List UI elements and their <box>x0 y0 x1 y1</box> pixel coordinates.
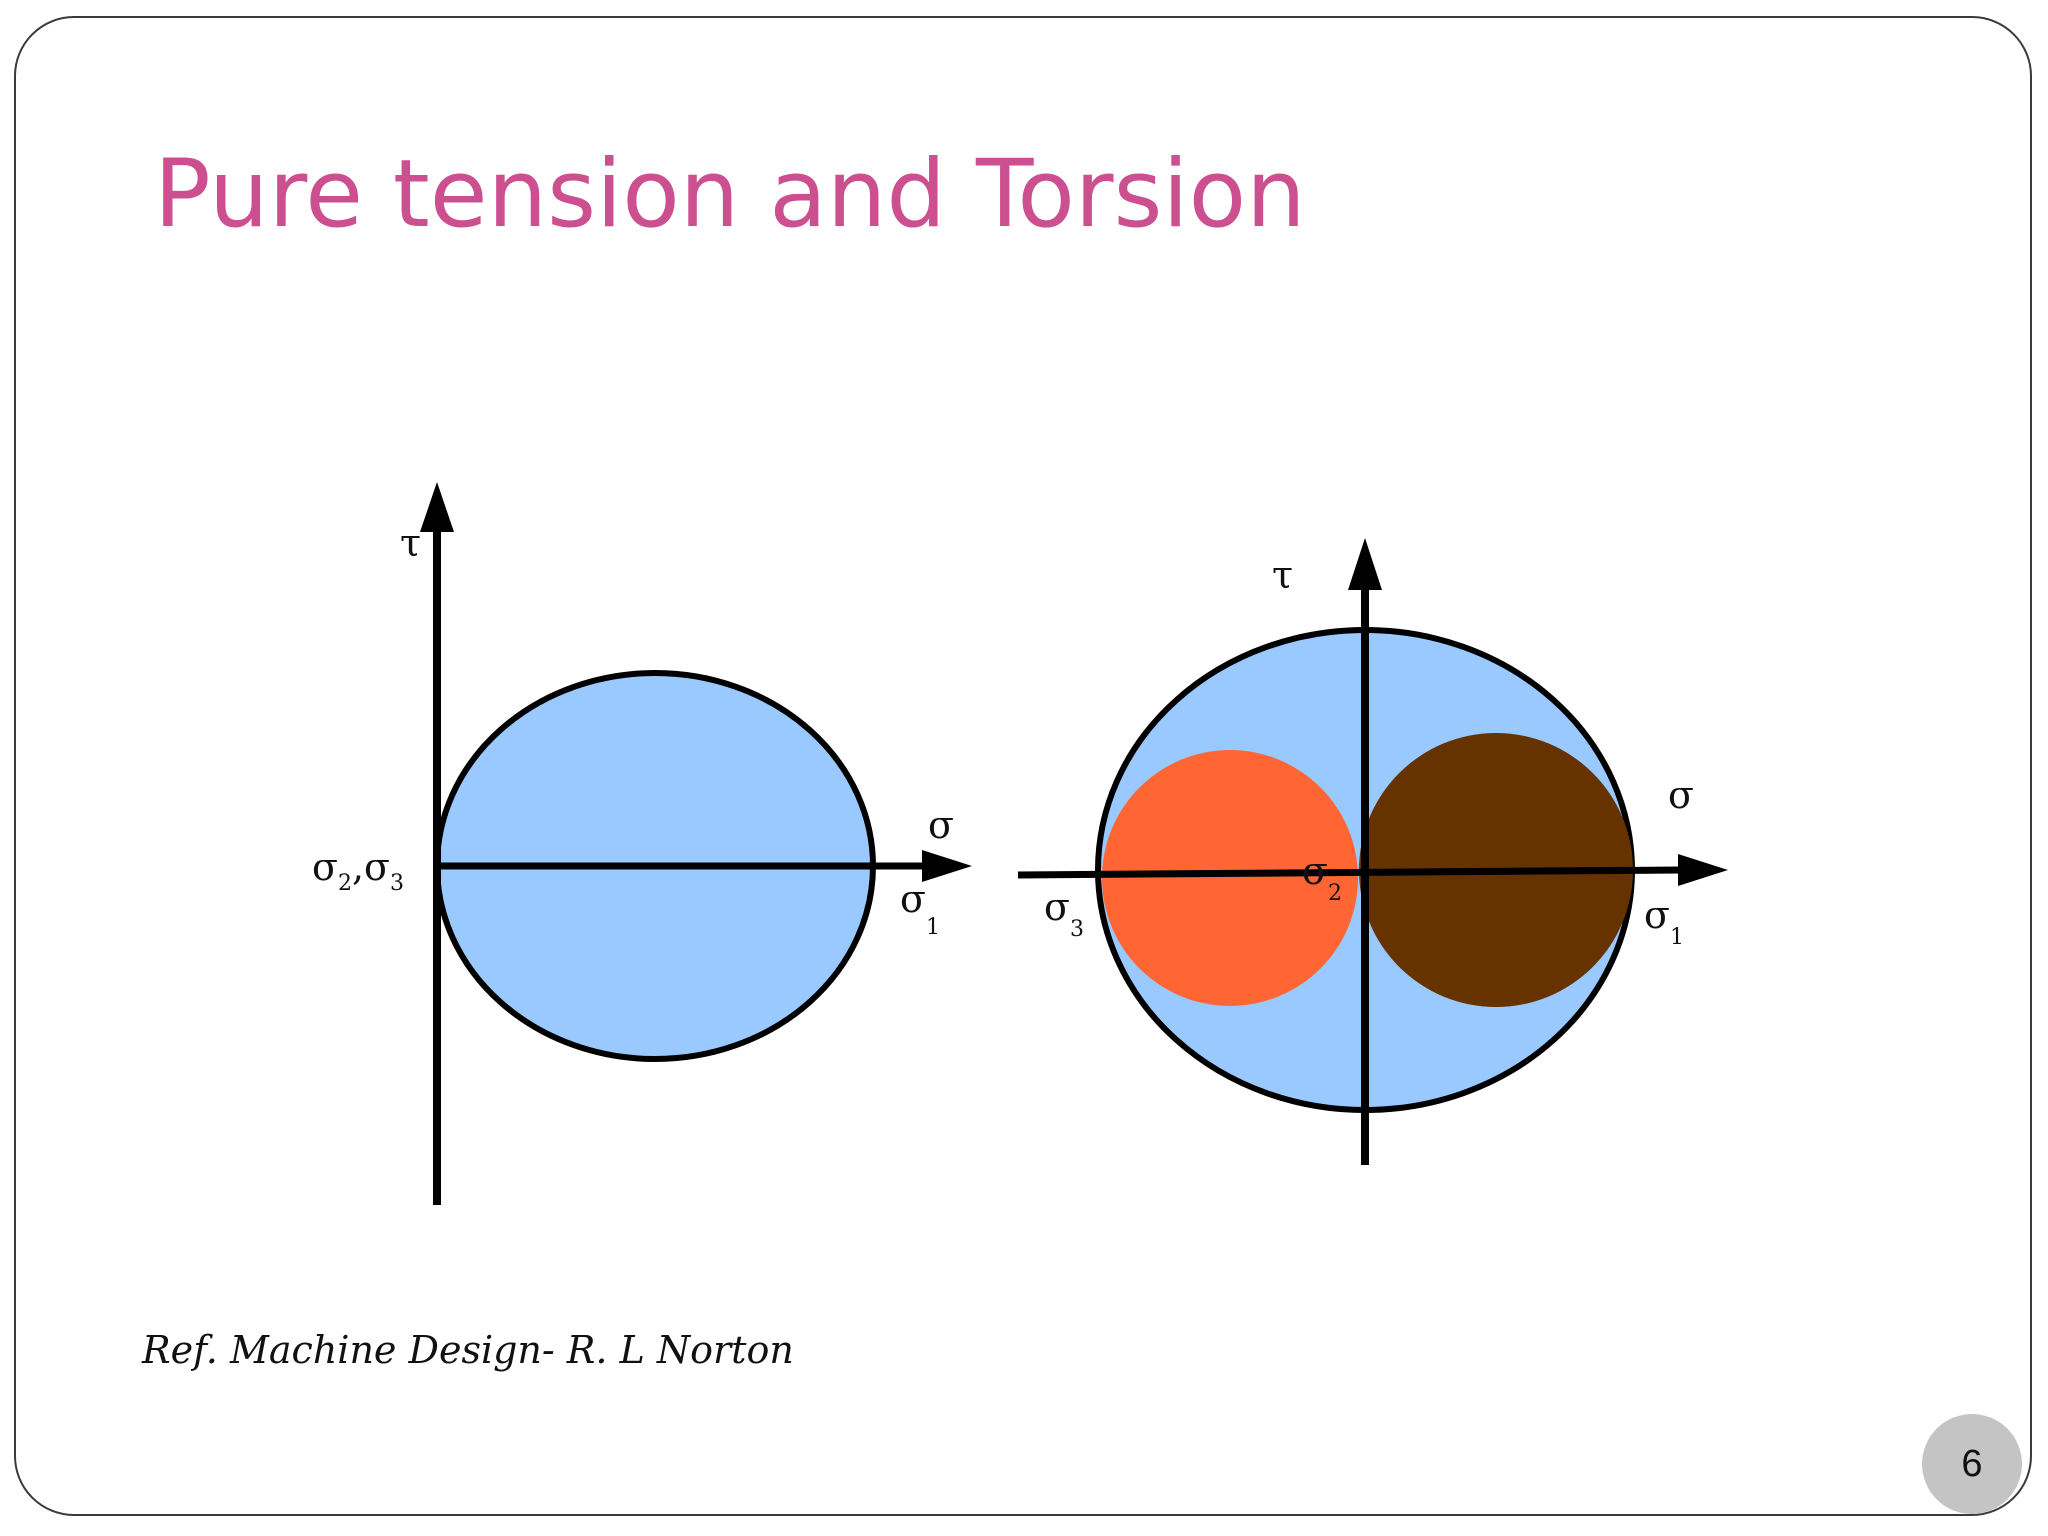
sigma-axis-arrowhead <box>922 850 972 882</box>
tau-label: τ <box>400 521 421 565</box>
tau-axis-arrowhead <box>1348 538 1382 590</box>
sigma-axis <box>1017 866 1681 879</box>
torsion-diagram: τ σ σ3 σ2 σ1 <box>1017 538 1728 1165</box>
sigma-label: σ <box>928 803 954 847</box>
sigma-axis-arrowhead <box>1678 854 1728 886</box>
sigma2-sigma3-label: σ2,σ3 <box>312 845 404 896</box>
sigma1-label: σ1 <box>900 877 940 940</box>
slide-title: Pure tension and Torsion <box>154 140 1306 249</box>
tau-label: τ <box>1272 553 1293 597</box>
left-small-circle <box>1102 750 1358 1006</box>
reference-citation: Ref. Machine Design- R. L Norton <box>142 1328 794 1372</box>
sigma1-label: σ1 <box>1644 893 1684 950</box>
slide-frame <box>14 16 2032 1516</box>
pure-tension-diagram: τ σ σ2,σ3 σ1 <box>312 482 972 1205</box>
sigma2-label: σ2 <box>1302 849 1342 906</box>
sigma-label: σ <box>1668 773 1694 817</box>
page-number-badge: 6 <box>1922 1414 2022 1514</box>
sigma3-label: σ3 <box>1044 885 1084 942</box>
tau-axis-arrowhead <box>420 482 454 532</box>
